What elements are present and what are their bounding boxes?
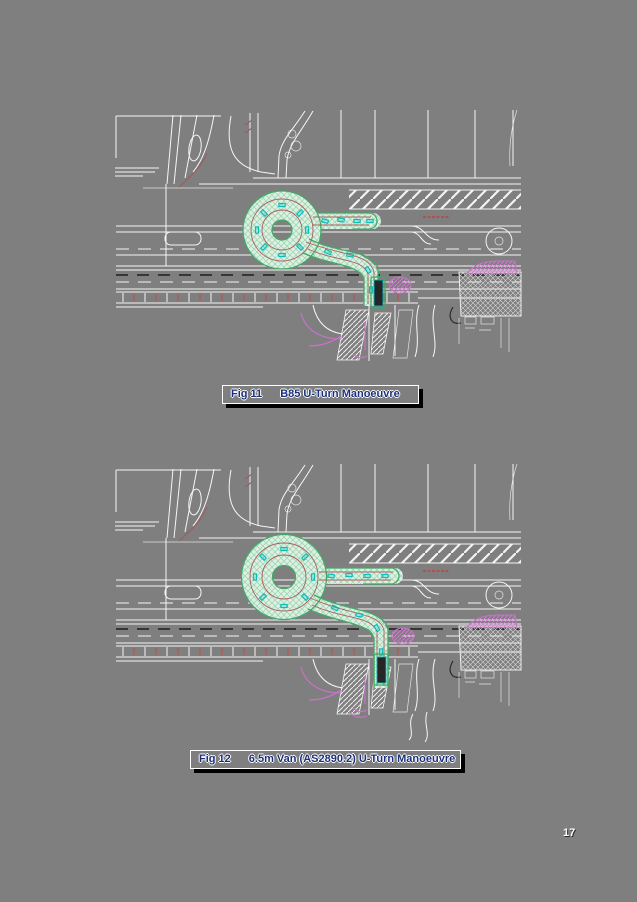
swept-path xyxy=(242,190,386,309)
caption-title: 6.5m Van (AS2890.2) U-Turn Manoeuvre xyxy=(248,753,456,765)
page-number: 17 xyxy=(563,827,576,839)
site-plan-drawing-fig12 xyxy=(114,463,522,743)
caption-fig12: Fig 12 6.5m Van (AS2890.2) U-Turn Manoeu… xyxy=(190,750,461,769)
figure-fig12 xyxy=(113,462,523,747)
vehicle-outline xyxy=(373,653,389,686)
vehicle-path-lines xyxy=(250,198,375,304)
caption-label: Fig 11 xyxy=(231,388,263,400)
tree-canopy xyxy=(388,276,412,294)
tree-canopy xyxy=(391,627,415,645)
site-plan-drawing-fig11 xyxy=(114,109,522,362)
vehicle-body xyxy=(373,279,384,307)
extra-kerb-linework xyxy=(348,711,428,743)
vehicle-body xyxy=(376,656,387,684)
swept-path xyxy=(240,533,403,688)
figure-fig11 xyxy=(113,108,523,373)
vehicle-outline xyxy=(370,276,386,309)
caption-title: B85 U-Turn Manoeuvre xyxy=(280,388,400,400)
caption-fig11: Fig 11 B85 U-Turn Manoeuvre xyxy=(222,385,419,404)
caption-label: Fig 12 xyxy=(199,753,231,765)
